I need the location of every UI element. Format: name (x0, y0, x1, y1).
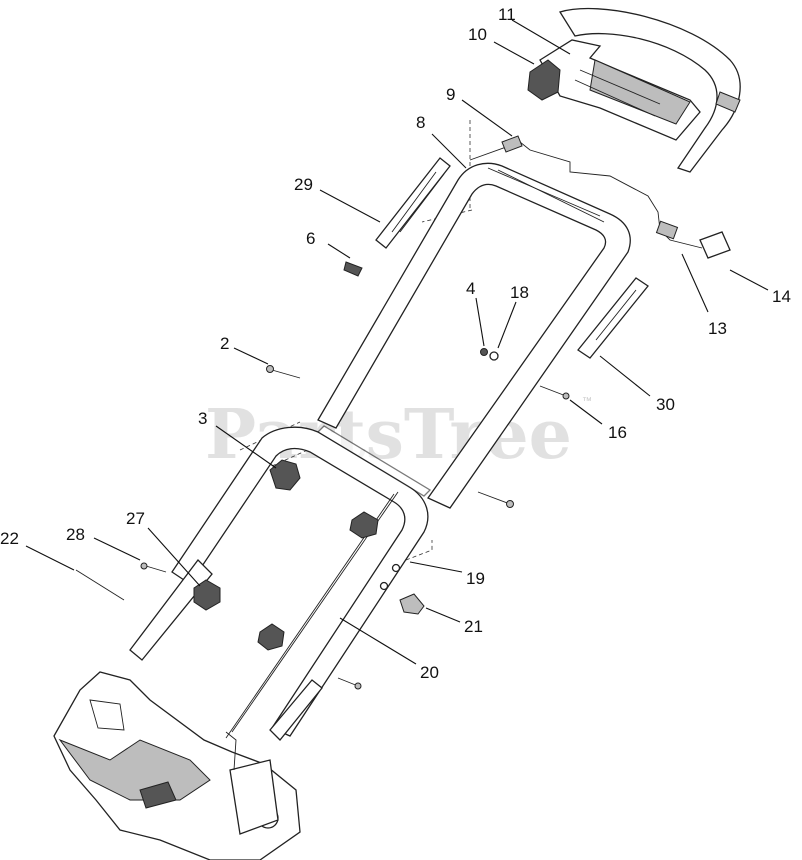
leader-lines (25, 19, 769, 665)
lower-handle-tube (129, 425, 432, 741)
callout-3: 3 (198, 409, 207, 428)
callout-2: 2 (220, 334, 229, 353)
handle-knob-27 (193, 579, 221, 611)
callout-14: 14 (772, 287, 791, 306)
callout-18: 18 (510, 283, 529, 302)
cable-guide-30 (577, 277, 649, 359)
callout-10: 10 (468, 25, 487, 44)
fastener-4-18 (480, 348, 499, 361)
washer-19 (379, 563, 401, 591)
fastener-2 (266, 365, 301, 379)
bolt-lower (337, 491, 514, 690)
handle-knob-middle (349, 511, 379, 539)
control-cable (469, 135, 731, 259)
callout-27: 27 (126, 509, 145, 528)
handle-knob-lower (257, 623, 285, 651)
upper-handle-tube (317, 162, 631, 509)
callout-4: 4 (466, 279, 475, 298)
callout-labels: 11 10 9 8 29 6 4 18 14 13 2 30 3 16 27 2… (0, 5, 791, 682)
handle-knob-3 (269, 459, 301, 491)
callout-22: 22 (0, 529, 19, 548)
callout-30: 30 (656, 395, 675, 414)
callout-9: 9 (446, 85, 455, 104)
cable-guide-29 (375, 157, 451, 249)
callout-6: 6 (306, 229, 315, 248)
callout-29: 29 (294, 175, 313, 194)
callout-20: 20 (420, 663, 439, 682)
pin-22 (75, 569, 125, 601)
callout-13: 13 (708, 319, 727, 338)
callout-21: 21 (464, 617, 483, 636)
callout-28: 28 (66, 525, 85, 544)
callout-16: 16 (608, 423, 627, 442)
wing-nut-21 (399, 593, 425, 615)
callout-11: 11 (498, 5, 516, 24)
fastener-28 (140, 562, 167, 573)
bolt-16 (539, 385, 570, 400)
upper-handle-bail (527, 7, 741, 173)
callout-19: 19 (466, 569, 485, 588)
mower-deck (53, 671, 301, 860)
fastener-6 (343, 261, 363, 277)
watermark-trademark: ™ (582, 396, 592, 407)
callout-8: 8 (416, 113, 425, 132)
